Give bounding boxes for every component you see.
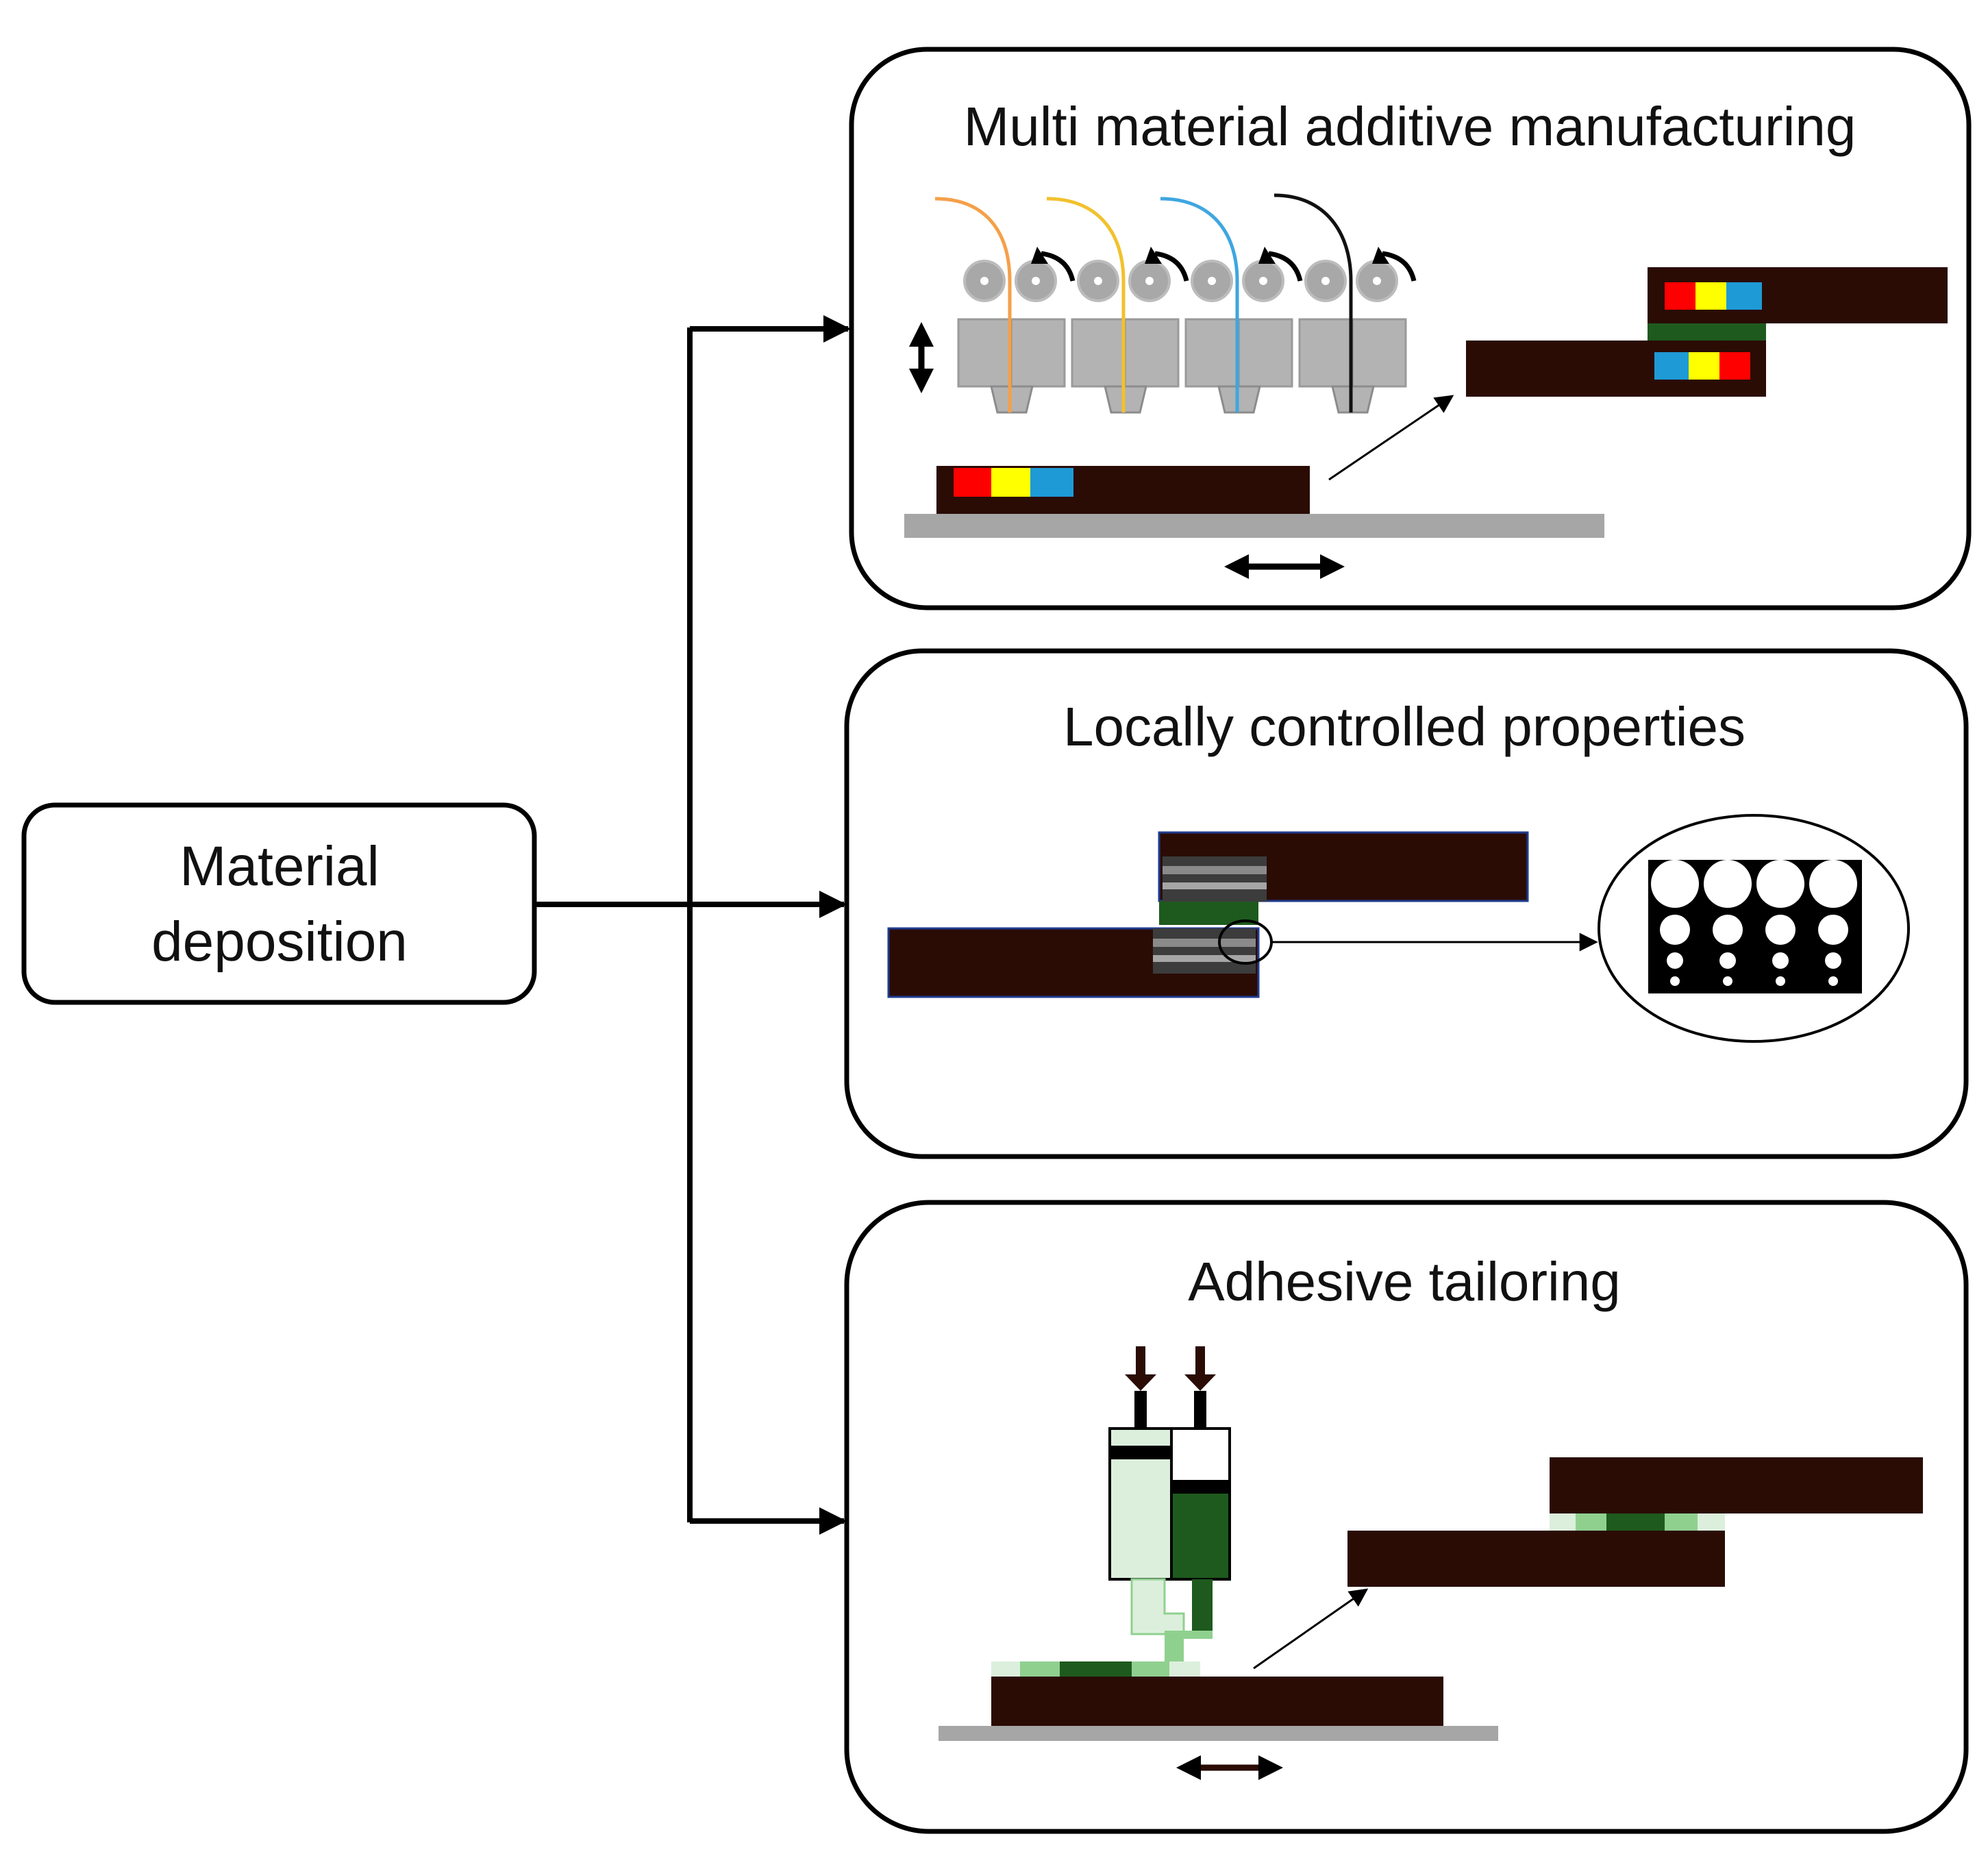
rotation-arrow-icon xyxy=(1154,251,1189,282)
printhead-blue xyxy=(1160,197,1303,414)
filament xyxy=(1160,197,1239,412)
material-red xyxy=(1719,352,1750,380)
printhead-yellow xyxy=(1046,197,1189,414)
material-blue xyxy=(1726,282,1762,310)
rotation-arrow-icon xyxy=(1041,251,1076,282)
filament xyxy=(1273,193,1353,412)
panel-adhesive-title: Adhesive tailoring xyxy=(1188,1251,1620,1312)
nozzle-tip xyxy=(1104,385,1147,414)
printhead-orange xyxy=(934,197,1076,414)
detail-arrow xyxy=(1328,395,1454,481)
panel-adhesive-tailoring: Adhesive tailoring xyxy=(844,1200,1969,1834)
material-yellow xyxy=(1689,352,1719,380)
material-blue xyxy=(1030,468,1073,497)
graded-region-upper xyxy=(1163,856,1267,902)
upper-adherend xyxy=(1550,1457,1923,1513)
panel-locally-controlled: Locally controlled properties xyxy=(844,648,1969,1159)
nozzle-tip xyxy=(990,385,1034,414)
panel-multi-title: Multi material additive manufacturing xyxy=(964,96,1856,157)
nozzle-tip xyxy=(1217,385,1261,414)
adhesive-layer xyxy=(1648,323,1766,341)
printhead-black xyxy=(1273,193,1417,414)
rotation-arrow-icon xyxy=(1268,251,1303,282)
detail-arrow xyxy=(1253,1588,1369,1670)
dual-syringe-dispenser xyxy=(1108,1346,1231,1661)
printheads xyxy=(934,193,1417,414)
build-plate xyxy=(939,1726,1498,1741)
nozzle-tip xyxy=(1331,385,1375,414)
root-label-line2: deposition xyxy=(151,911,408,973)
deposited-adhesive xyxy=(991,1661,1200,1677)
material-blue xyxy=(1654,352,1689,380)
panel-local-title: Locally controlled properties xyxy=(1063,696,1745,757)
joint-multi xyxy=(1466,267,1948,397)
base-adherend xyxy=(991,1677,1443,1726)
mixer-light xyxy=(1130,1578,1185,1635)
filament xyxy=(934,197,1012,412)
rotation-arrow-icon xyxy=(1382,251,1417,282)
material-yellow xyxy=(991,468,1030,497)
build-plate xyxy=(904,514,1604,538)
root-label-line1: Material xyxy=(179,835,380,898)
filament xyxy=(1046,197,1126,412)
pores xyxy=(1651,860,1857,986)
material-red xyxy=(954,468,991,497)
microstructure-detail xyxy=(1598,814,1910,1043)
material-yellow xyxy=(1695,282,1726,310)
mixer-dark xyxy=(1192,1579,1213,1634)
panel-multi-material: Multi material additive manufacturing xyxy=(849,47,1972,610)
root-node: Material deposition xyxy=(21,802,537,1005)
graded-region-lower xyxy=(1153,928,1256,974)
lower-adherend xyxy=(1347,1531,1725,1587)
connectors xyxy=(534,315,851,1535)
joint-adhesive xyxy=(1347,1457,1923,1587)
joint-local xyxy=(887,831,1529,998)
material-red xyxy=(1665,282,1695,310)
